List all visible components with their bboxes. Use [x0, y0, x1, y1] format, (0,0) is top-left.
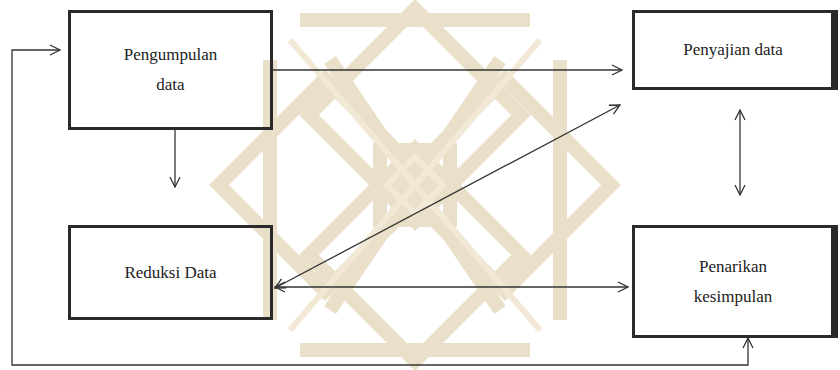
box-label: Penyajian data [683, 35, 783, 65]
box-label: Penarikan kesimpulan [673, 252, 793, 312]
flow-arrow [739, 110, 740, 195]
process-box: Penarikan kesimpulan [632, 225, 838, 338]
box-label: Pengumpulan data [113, 40, 228, 100]
box-label: Reduksi Data [124, 258, 216, 288]
flow-arrow [273, 69, 622, 70]
flow-arrow [12, 50, 748, 365]
flow-arrow [275, 105, 620, 288]
process-box: Penyajian data [632, 10, 838, 90]
process-box: Reduksi Data [68, 225, 273, 320]
flow-arrow [275, 286, 628, 287]
flow-arrow [174, 130, 175, 187]
process-box: Pengumpulan data [68, 10, 273, 130]
